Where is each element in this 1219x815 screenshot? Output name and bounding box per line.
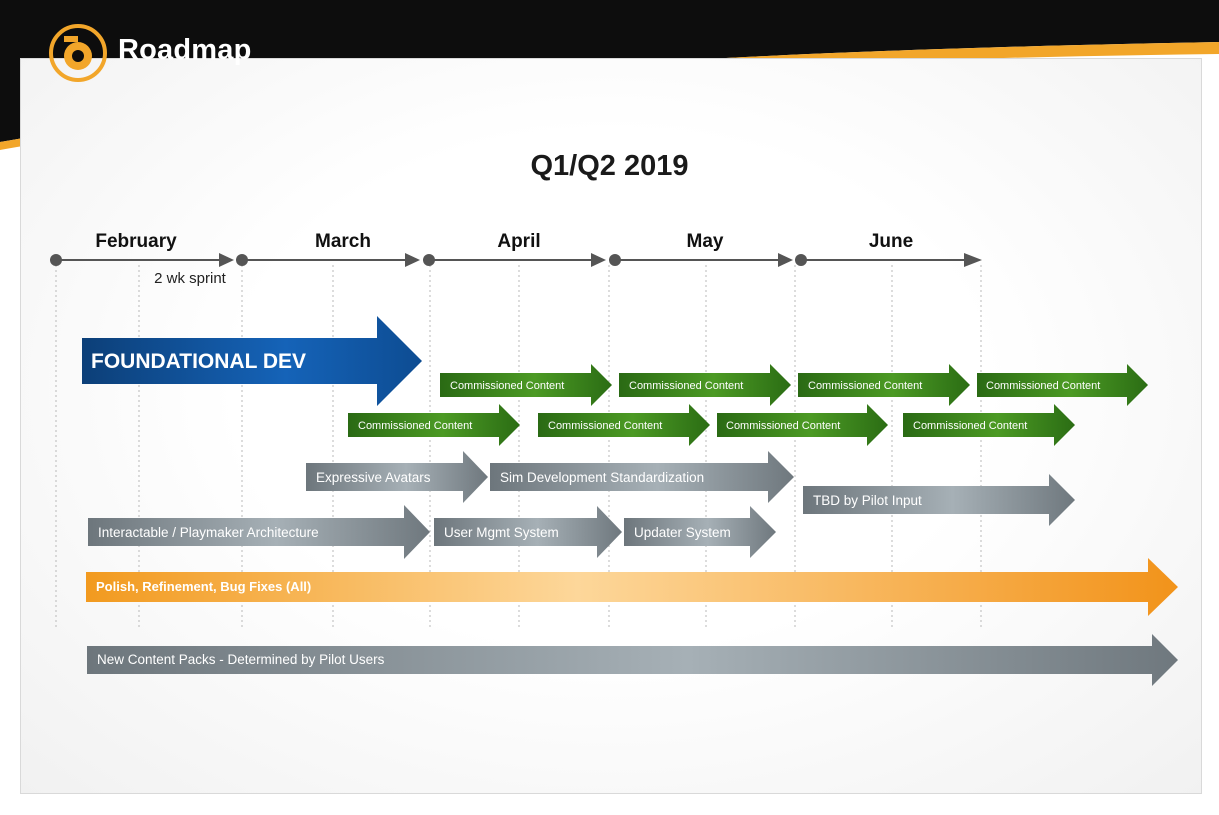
tbd-pilot-input-label: TBD by Pilot Input	[813, 493, 922, 508]
tbd-pilot-input-bar: TBD by Pilot Input	[803, 474, 1075, 526]
page-title: Q1/Q2 2019	[530, 150, 689, 182]
interactable-architecture-label: Interactable / Playmaker Architecture	[98, 525, 319, 540]
commissioned-content-bar: Commissioned Content	[538, 404, 710, 446]
month-label: March	[315, 231, 371, 252]
commissioned-content-label: Commissioned Content	[548, 420, 662, 432]
commissioned-content-bar: Commissioned Content	[717, 404, 888, 446]
roadmap-logo-icon	[49, 24, 107, 82]
expressive-avatars-label: Expressive Avatars	[316, 470, 431, 485]
user-mgmt-system-bar: User Mgmt System	[434, 506, 622, 558]
month-label: May	[687, 231, 724, 252]
user-mgmt-system-label: User Mgmt System	[444, 525, 559, 540]
expressive-avatars-bar: Expressive Avatars	[306, 451, 488, 503]
content-packs-bar: New Content Packs - Determined by Pilot …	[87, 634, 1178, 686]
sim-dev-standardization-bar: Sim Development Standardization	[490, 451, 794, 503]
foundational-dev-bar: FOUNDATIONAL DEV	[82, 316, 422, 406]
commissioned-content-bar: Commissioned Content	[798, 364, 970, 406]
sim-dev-standardization-label: Sim Development Standardization	[500, 470, 704, 485]
timeline: February March April May June 2 wk sprin…	[50, 231, 982, 287]
commissioned-content-bar: Commissioned Content	[440, 364, 612, 406]
commissioned-content-bar: Commissioned Content	[977, 364, 1148, 406]
month-label: June	[869, 231, 913, 252]
commissioned-content-bar: Commissioned Content	[619, 364, 791, 406]
month-label: February	[95, 231, 177, 252]
grid-lines	[55, 265, 982, 630]
app-title: Roadmap	[118, 34, 252, 66]
month-label: April	[497, 231, 540, 252]
sprint-note: 2 wk sprint	[154, 270, 227, 287]
commissioned-content-label: Commissioned Content	[358, 420, 472, 432]
polish-label: Polish, Refinement, Bug Fixes (All)	[96, 579, 311, 594]
commissioned-content-label: Commissioned Content	[986, 380, 1100, 392]
commissioned-content-label: Commissioned Content	[808, 380, 922, 392]
updater-system-bar: Updater System	[624, 506, 776, 558]
polish-bar: Polish, Refinement, Bug Fixes (All)	[86, 558, 1178, 616]
commissioned-content-label: Commissioned Content	[629, 380, 743, 392]
header-background	[0, 0, 1219, 150]
commissioned-content-bar: Commissioned Content	[903, 404, 1075, 446]
commissioned-content-label: Commissioned Content	[450, 380, 564, 392]
commissioned-content-label: Commissioned Content	[726, 420, 840, 432]
content-packs-label: New Content Packs - Determined by Pilot …	[97, 652, 385, 667]
commissioned-content-label: Commissioned Content	[913, 420, 1027, 432]
foundational-dev-label: FOUNDATIONAL DEV	[91, 350, 306, 373]
updater-system-label: Updater System	[634, 525, 731, 540]
interactable-architecture-bar: Interactable / Playmaker Architecture	[88, 505, 430, 559]
commissioned-content-bar: Commissioned Content	[348, 404, 520, 446]
